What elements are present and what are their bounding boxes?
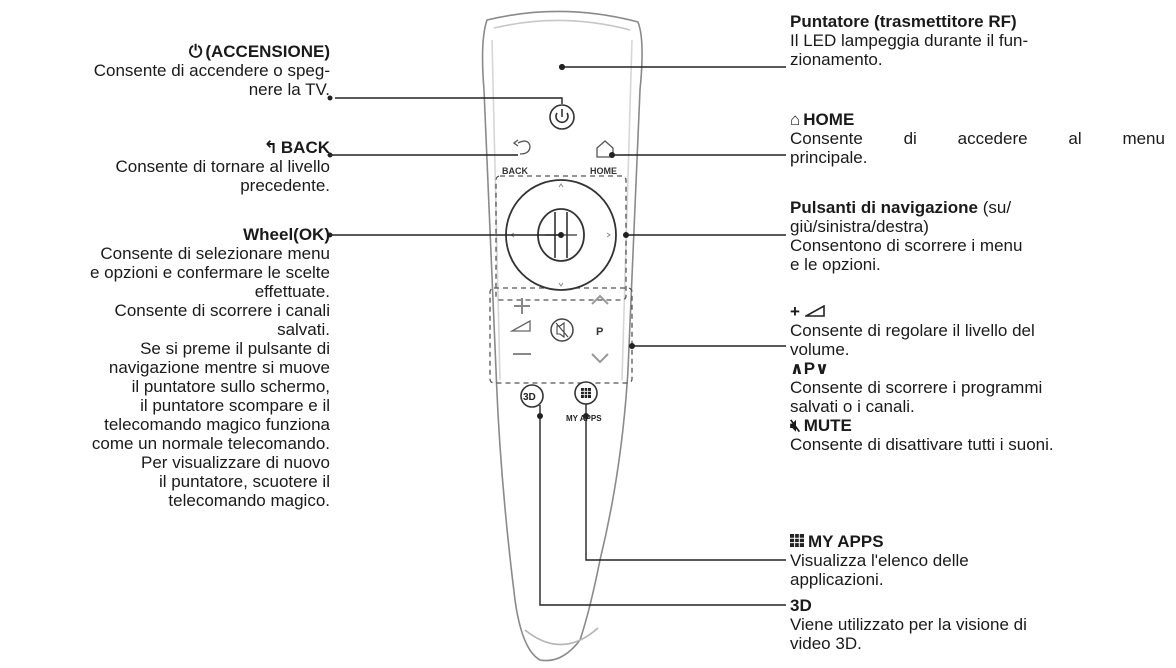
wheel-line: salvati. [277,320,330,339]
wheel-line: e opzioni e confermare le scelte [89,263,330,282]
nav-line: e le opzioni. [790,255,881,274]
back-arrow-icon: ↰ [263,138,278,157]
remote-myapps-label: MY APPS [566,414,602,423]
wheel-line: effettuate. [254,282,330,301]
channel-up-icon[interactable] [591,294,609,305]
remote-home-label: HOME [590,166,617,176]
remote-back-button[interactable] [512,139,531,155]
remote-body [481,10,643,662]
volume-line: volume. [790,340,850,359]
myapps-description: MY APPS Visualizza l'elenco delle applic… [790,532,1160,589]
volume-ramp-icon [802,302,825,321]
threed-description: 3D Viene utilizzato per la visione di vi… [790,596,1160,653]
grid-apps-icon [790,532,804,551]
threed-line: video 3D. [790,634,862,653]
pointer-title: Puntatore (trasmettitore RF) [790,12,1017,31]
wheel-line: navigazione mentre si muove [108,358,330,377]
wheel-line: Se si preme il pulsante di [140,339,330,358]
volume-ramp-remote-icon [509,319,531,332]
leader-dots [327,64,635,419]
home-line: principale. [790,148,868,167]
mute-title: MUTE [803,416,852,435]
power-title: (ACCENSIONE) [205,42,330,61]
back-description: ↰BACK Consente di tornare al livello pre… [10,138,330,195]
remote-3d-label: 3D [523,392,536,403]
myapps-remote-button[interactable] [574,381,598,405]
threed-line: Viene utilizzato per la visione di [790,615,1027,634]
home-word: menu [1122,129,1165,148]
power-description: ⏻(ACCENSIONE) Consente di accendere o sp… [10,42,330,99]
home-icon: ⌂ [790,110,801,129]
pointer-description: Puntatore (trasmettitore RF) Il LED lamp… [790,12,1160,69]
threed-title: 3D [790,596,812,615]
pointer-line-1: Il LED lampeggia durante il fun- [790,31,1029,50]
volume-plus-icon[interactable] [514,298,530,314]
myapps-title: MY APPS [808,532,884,551]
nav-line: Consentono di scorrere i menu [790,236,1023,255]
wheel-line: Consente di scorrere i canali [114,301,330,320]
mute-remote-button[interactable] [550,318,574,342]
mute-line: Consente di disattivare tutti i suoni. [790,435,1054,454]
wheel-line: il puntatore scompare e il [140,396,330,415]
power-button[interactable] [549,104,575,130]
remote-back-label: BACK [502,166,528,176]
power-line-1: Consente di accendere o speg- [93,61,330,80]
program-line: salvati o i canali. [790,397,915,416]
wheel-title: Wheel(OK) [243,225,330,244]
volume-line: Consente di regolare il livello del [790,321,1035,340]
home-word: al [1068,129,1082,148]
home-description: ⌂HOME Consente di accedere al menu princ… [790,110,1165,167]
wheel-line: telecomando magico. [168,491,330,510]
volume-plus-title: + [790,302,800,321]
home-word: accedere [957,129,1028,148]
home-justified-line: Consente di accedere al menu [790,129,1165,148]
mute-icon: 🔇︎ [790,416,801,435]
nav-description: Pulsanti di navigazione (su/ giù/sinistr… [790,198,1160,274]
back-line-2: precedente. [240,176,330,195]
back-line-1: Consente di tornare al livello [115,157,330,176]
remote-p-label: P [596,326,603,338]
program-title: ∧P∨ [790,359,829,378]
power-line-2: nere la TV. [248,80,330,99]
wheel-line: Consente di selezionare menu [100,244,330,263]
leader-lines [330,66,786,606]
wheel-line: il puntatore, scuotere il [158,472,330,491]
volume-description: + Consente di regolare il livello del vo… [790,302,1160,454]
wheel-line: Per visualizzare di nuovo [141,453,330,472]
myapps-line: Visualizza l'elenco delle [790,551,969,570]
nav-title-rest: (su/ [982,198,1012,217]
channel-down-icon[interactable] [591,353,609,364]
wheel-line: telecomando magico funziona [104,415,330,434]
wheel-line: il puntatore sullo schermo, [131,377,330,396]
home-word: Consente [790,129,863,148]
myapps-line: applicazioni. [790,570,884,589]
power-icon: ⏻ [188,42,203,61]
threed-remote-button[interactable] [520,384,544,408]
pointer-line-2: zionamento. [790,50,883,69]
nav-line: giù/sinistra/destra) [790,217,929,236]
nav-title: Pulsanti di navigazione [790,198,978,217]
home-word: di [903,129,917,148]
home-title: HOME [803,110,855,129]
program-line: Consente di scorrere i programmi [790,378,1043,397]
back-title: BACK [280,138,330,157]
nav-dashed-region [495,175,627,301]
wheel-description: Wheel(OK) Consente di selezionare menu e… [5,225,330,510]
wheel-line: come un normale telecomando. [91,434,330,453]
